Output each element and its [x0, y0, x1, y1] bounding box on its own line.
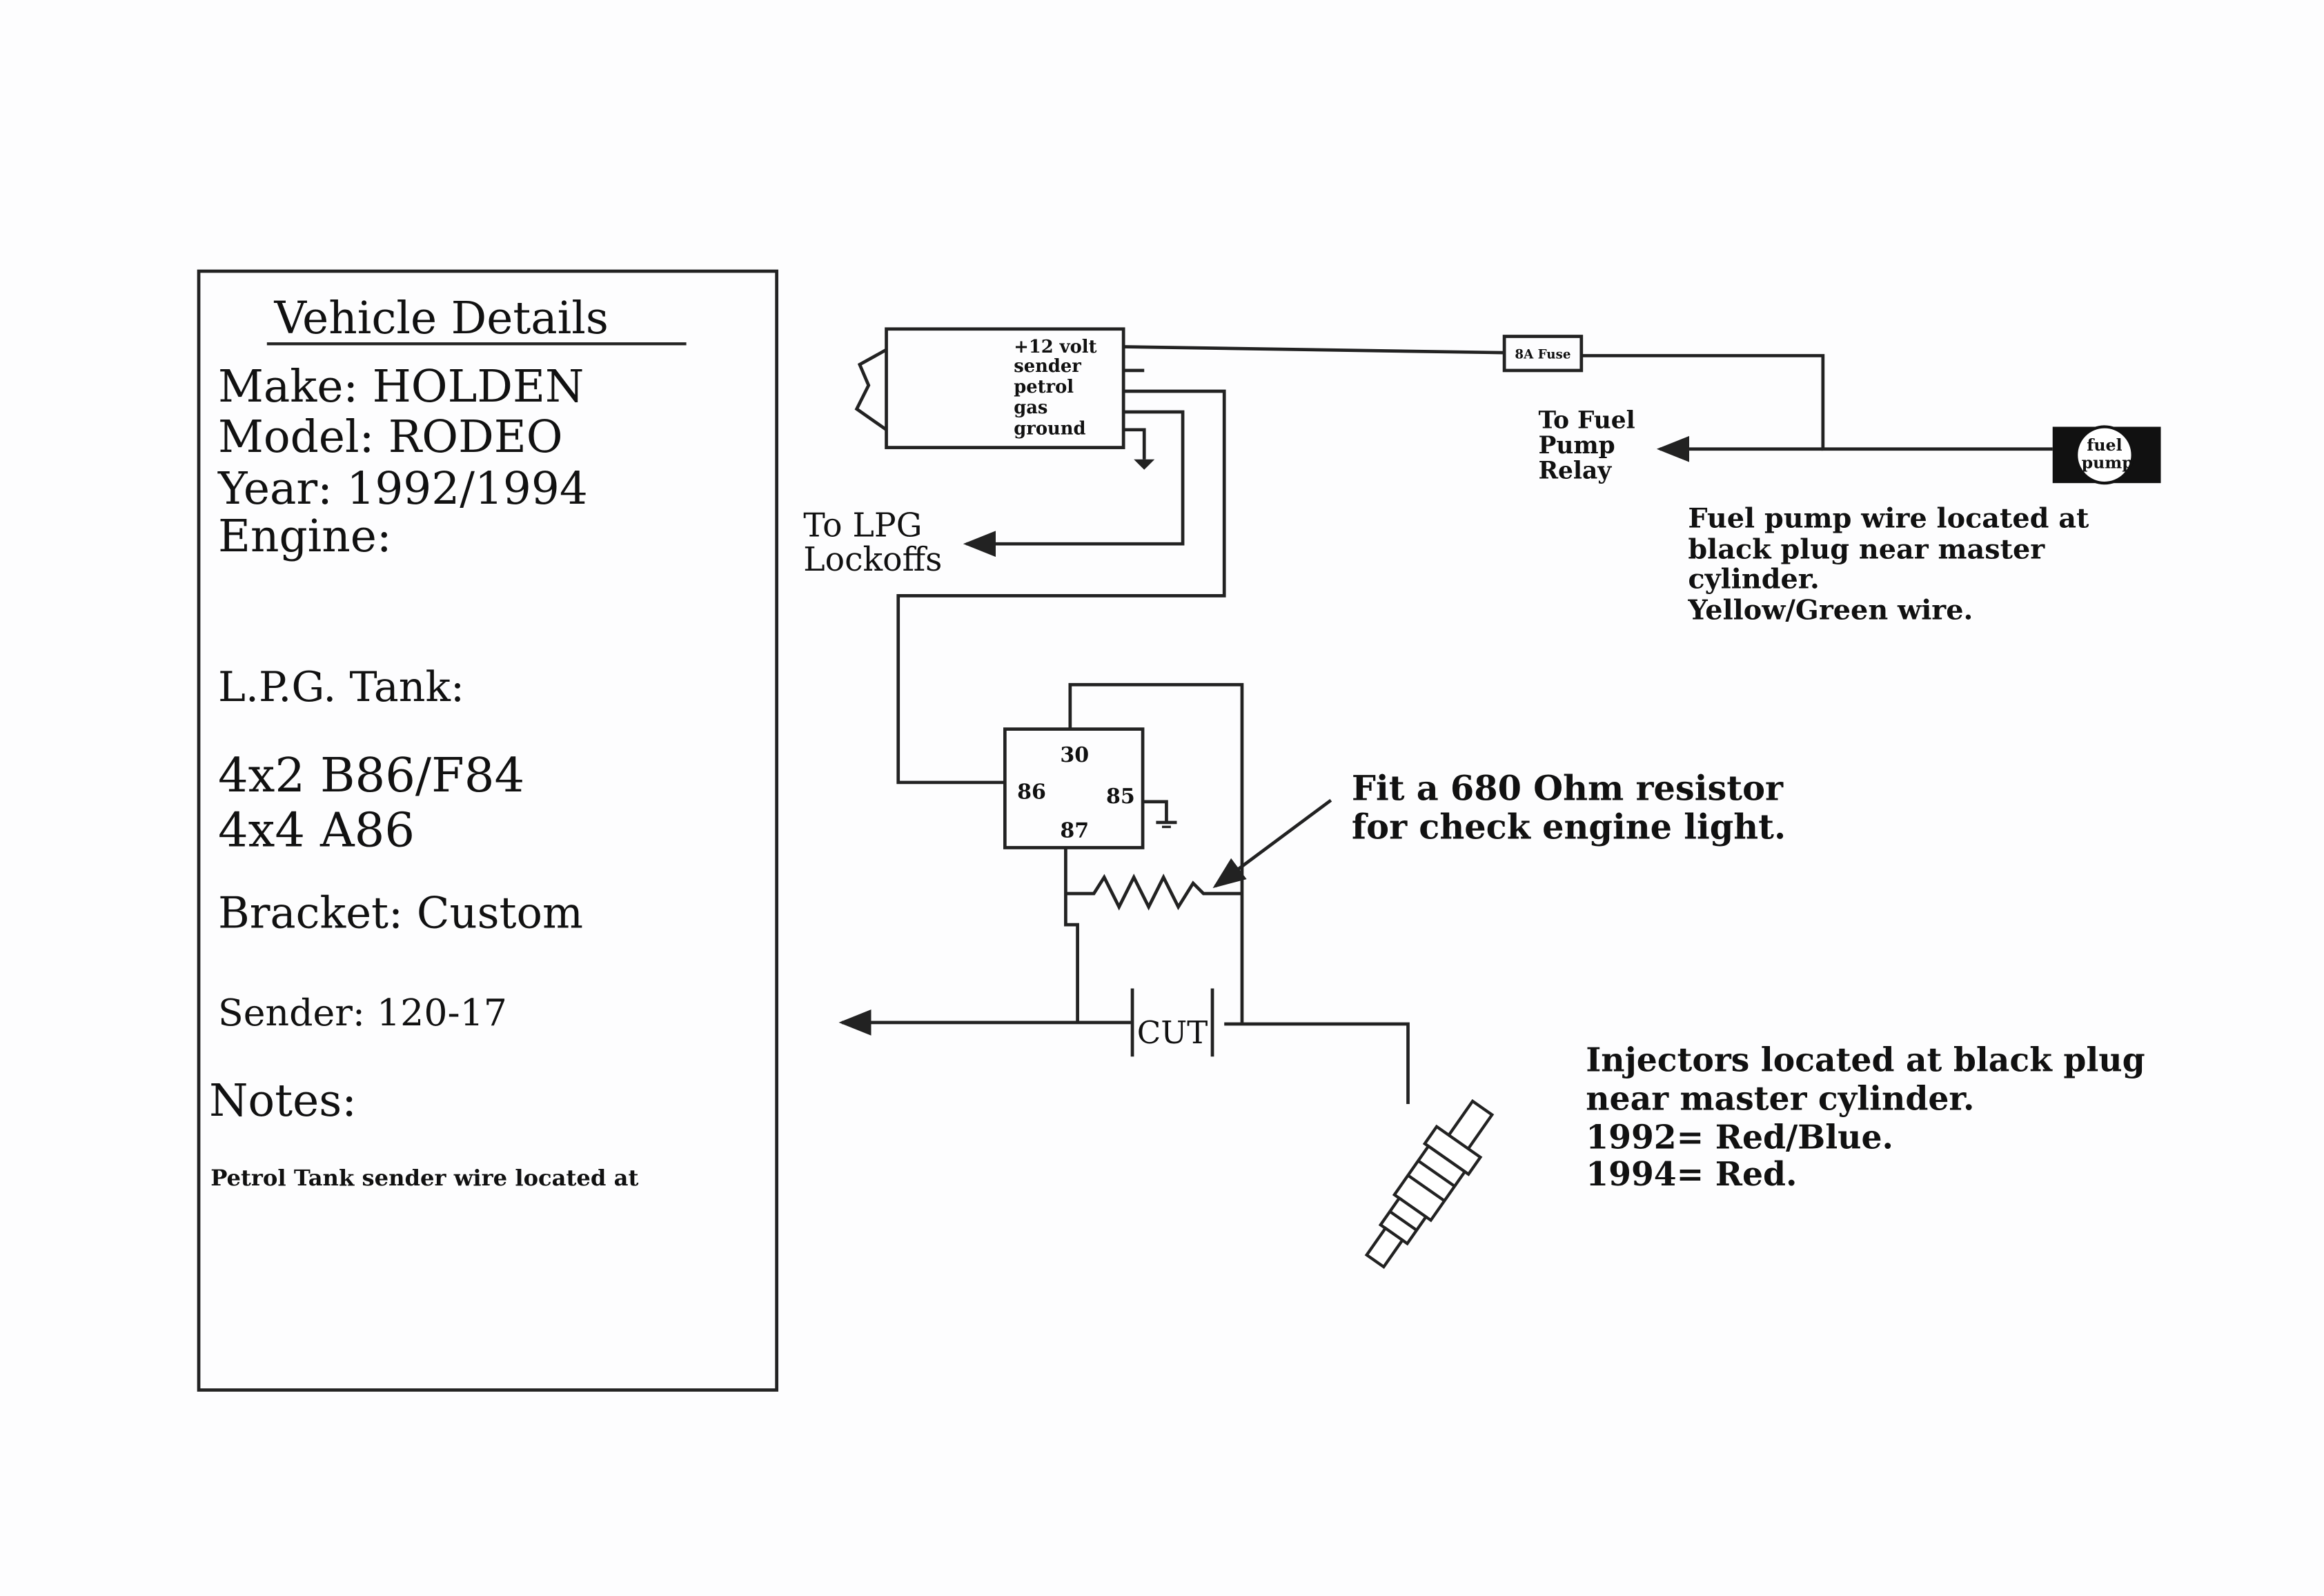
tank-4x4: 4x4 A86	[218, 802, 415, 858]
fuse-8a: 8A Fuse	[1502, 335, 1584, 373]
fuel-pump-note-1: Fuel pump wire located at	[1688, 503, 2089, 535]
sender-box: +12 volt sender petrol gas ground	[854, 327, 1125, 449]
relay-body	[1003, 727, 1145, 849]
make: Make: HOLDEN	[218, 361, 584, 413]
resistor-note-1: Fit a 680 Ohm resistor	[1352, 769, 1784, 809]
sender-label-gas: gas	[1014, 397, 1047, 418]
sender-label-sender: sender	[1014, 356, 1081, 377]
wire-petrol-to-relay-86	[896, 389, 1226, 785]
arrow-to-resistor	[1212, 798, 1332, 889]
to-fuel-pump-relay-3: Relay	[1538, 457, 1612, 485]
fuel-pump-icon: fuel pump	[2052, 425, 2161, 485]
wire-to-injector	[1224, 1022, 1410, 1104]
injector-note-3: 1992= Red/Blue.	[1586, 1119, 1893, 1156]
to-fuel-pump-relay-1: To Fuel	[1538, 407, 1635, 435]
sender-label-petrol: petrol	[1014, 377, 1074, 397]
fuel-pump-note-3: cylinder.	[1688, 564, 1819, 595]
sender-box-border	[885, 327, 1125, 449]
panel-title: Vehicle Details	[274, 293, 609, 344]
wire-relay-30	[1068, 682, 1244, 1023]
cut-marker: CUT	[1130, 988, 1214, 1057]
tank-4x2: 4x2 B86/F84	[218, 748, 524, 803]
to-fuel-pump-relay-2: Pump	[1538, 432, 1615, 460]
fuse-label: 8A Fuse	[1515, 348, 1570, 362]
to-lpg-lockoffs-1: To LPG	[803, 506, 922, 544]
ground-icon	[1134, 459, 1155, 470]
connector-icon	[854, 348, 887, 431]
injector-note-4: 1994= Red.	[1586, 1156, 1797, 1194]
ground-icon	[1156, 820, 1177, 829]
sender-label-ground: ground	[1014, 418, 1085, 439]
relay-pin-86: 86	[1017, 780, 1046, 805]
cut-label: CUT	[1137, 1014, 1208, 1051]
fuel-pump-note-2: black plug near master	[1688, 534, 2045, 566]
wire-12v	[1123, 345, 1505, 355]
notes-heading: Notes:	[209, 1075, 357, 1127]
sender-label-12v: +12 volt	[1014, 337, 1096, 357]
relay-pin-87: 87	[1060, 818, 1089, 843]
notes-text: Petrol Tank sender wire located at	[210, 1165, 638, 1191]
fuel-pump-circle	[2074, 425, 2134, 485]
lpg-tank: L.P.G. Tank:	[218, 663, 464, 711]
fuse-body	[1502, 335, 1584, 373]
wire-gas-to-lockoffs	[963, 410, 1185, 558]
relay-pin-30: 30	[1060, 743, 1089, 767]
model: Model: RODEO	[218, 411, 563, 463]
wire-relay-85	[1143, 800, 1168, 822]
engine: Engine:	[218, 511, 392, 562]
vehicle-details-panel: Vehicle Details Make: HOLDEN Model: RODE…	[197, 269, 778, 1392]
relay-pin-85: 85	[1106, 785, 1135, 809]
relay: 30 86 85 87	[1003, 727, 1145, 849]
year: Year: 1992/1994	[217, 463, 588, 515]
panel-border	[197, 269, 778, 1392]
bracket: Bracket: Custom	[218, 887, 583, 938]
to-lpg-lockoffs-2: Lockoffs	[803, 541, 942, 579]
fuel-pump-note-4: Yellow/Green wire.	[1687, 595, 1973, 627]
injector-note-2: near master cylinder.	[1586, 1081, 1974, 1119]
fuel-pump-label-2: pump	[2082, 453, 2134, 473]
sender: Sender: 120-17	[218, 991, 507, 1034]
wire-relay-87	[1064, 847, 1079, 1023]
resistor-icon	[1065, 874, 1242, 911]
wire-ground	[1123, 428, 1146, 460]
fuel-pump-label-1: fuel	[2087, 435, 2122, 455]
injector-icon	[1364, 1099, 1495, 1269]
resistor-note-2: for check engine light.	[1352, 807, 1786, 847]
wire-fuel-pump	[1581, 354, 2053, 451]
injector-note-1: Injectors located at black plug	[1586, 1042, 2145, 1080]
